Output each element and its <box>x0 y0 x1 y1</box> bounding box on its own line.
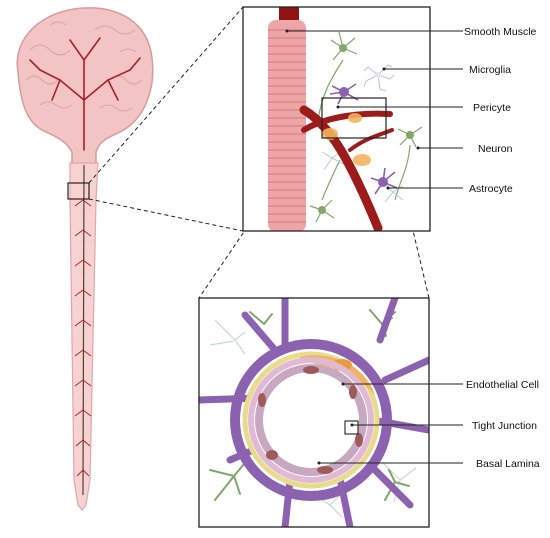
label-pericyte: Pericyte <box>473 102 511 114</box>
label-tight-junction: Tight Junction <box>472 420 537 432</box>
label-astrocyte: Astrocyte <box>469 183 513 195</box>
label-endothelial-cell: Endothelial Cell <box>466 379 539 391</box>
label-microglia: Microglia <box>469 64 511 76</box>
vessel-inset <box>242 6 431 232</box>
label-neuron: Neuron <box>478 143 513 155</box>
callout-lines <box>287 30 463 464</box>
brain-illustration <box>16 7 154 511</box>
cross-section-inset <box>198 297 430 528</box>
label-smooth-muscle: Smooth Muscle <box>464 26 537 38</box>
label-basal-lamina: Basal Lamina <box>476 458 540 470</box>
